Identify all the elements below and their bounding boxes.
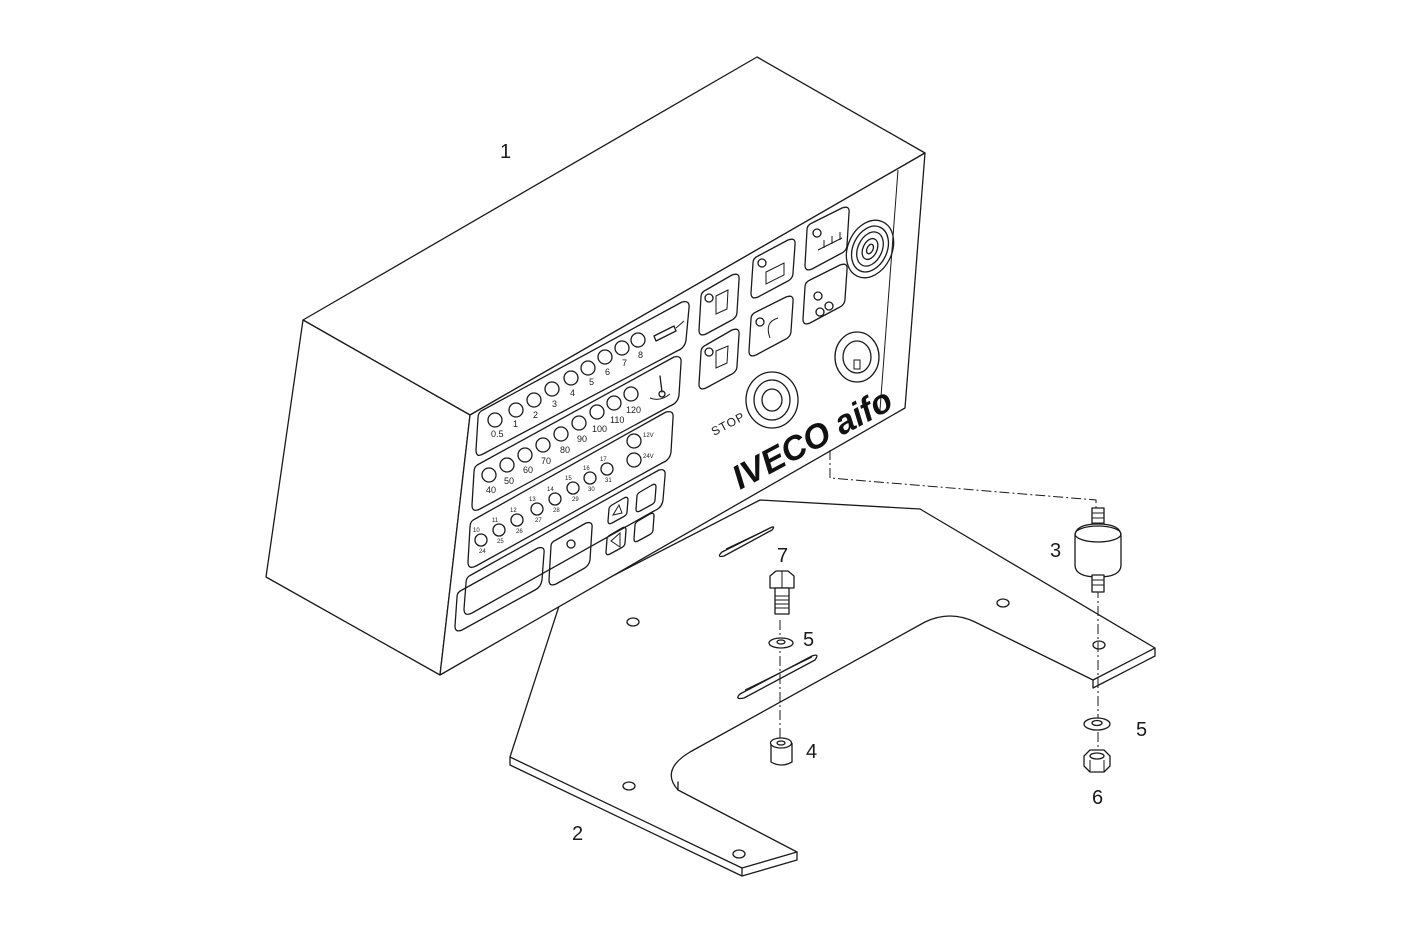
lamp-label: 1 <box>513 419 518 429</box>
lamp-label: 8 <box>638 350 643 360</box>
callout-4: 4 <box>806 741 817 763</box>
lamp-label: 27 <box>535 518 542 524</box>
lamp-label: 28 <box>553 508 560 514</box>
gauge-panel-2 <box>471 355 682 511</box>
oil-warning-tile <box>802 263 848 325</box>
lamp-label: 2 <box>533 410 538 420</box>
bracket-hole <box>996 598 1010 608</box>
alignment-line <box>829 450 1097 518</box>
bolt <box>769 570 795 615</box>
lamp-label: 4 <box>570 388 575 398</box>
lamp-label: 13 <box>529 497 536 503</box>
callout-3: 3 <box>1050 540 1061 562</box>
lamp-label: 17 <box>600 457 607 463</box>
display-window-small <box>548 521 593 586</box>
lamp-label: 5 <box>589 377 594 387</box>
lamp-label: 70 <box>541 456 551 466</box>
bracket-slot-upper <box>718 526 775 558</box>
glow-plug-icon <box>817 232 843 251</box>
stop-button[interactable] <box>745 371 799 429</box>
key-switch[interactable] <box>834 331 880 383</box>
triangle-up-icon <box>611 503 623 516</box>
preheat-warning-tile <box>804 206 850 271</box>
triangle-left-icon <box>610 531 621 548</box>
lamp-row-4: 10 11 12 13 14 15 16 17 24 25 26 27 28 2… <box>473 457 614 555</box>
voltage-label: 24V <box>643 454 654 460</box>
lamp-label: 29 <box>572 497 579 503</box>
battery-warning-tile <box>750 238 796 299</box>
lamp-label: 60 <box>523 465 533 475</box>
filter-icon <box>715 345 729 369</box>
mounting-bracket <box>509 499 1156 877</box>
lamp-label: 0.5 <box>491 429 504 439</box>
lamp-label: 12 <box>510 508 517 514</box>
function-button[interactable] <box>635 483 657 513</box>
lamp-label: 120 <box>626 405 641 415</box>
lamp-label: 30 <box>588 487 595 493</box>
lamp-row-3: 12V 24V <box>626 433 654 468</box>
charge-warning-tile <box>748 295 794 357</box>
spacer <box>769 737 793 766</box>
callout-2: 2 <box>572 823 583 845</box>
lamp-label: 10 <box>473 528 480 534</box>
lamp-label: 110 <box>610 415 624 425</box>
lamp-label: 6 <box>605 367 610 377</box>
charge-icon <box>767 317 779 339</box>
bracket-slot-lower <box>737 654 818 700</box>
lamp-label: 80 <box>560 445 570 455</box>
lamp-label: 50 <box>504 476 514 486</box>
display-window-left <box>454 546 545 632</box>
lamp-label: 40 <box>486 485 496 495</box>
lamp-label: 31 <box>605 478 612 484</box>
lamp-label: 11 <box>492 518 499 524</box>
bracket-hole <box>622 781 636 791</box>
battery-icon <box>765 262 785 285</box>
buzzer <box>845 219 895 279</box>
warning-tiles <box>698 206 850 390</box>
box-front-panel <box>439 152 926 676</box>
lamp-label: 15 <box>565 476 572 482</box>
thermometer-icon <box>649 375 671 400</box>
door-warning-tile <box>698 273 740 336</box>
washer-lower <box>1083 717 1111 731</box>
callout-5-lower: 5 <box>1136 719 1147 741</box>
lamp-label: 25 <box>497 539 504 545</box>
voltage-label: 12V <box>643 433 654 439</box>
up-arrow-button[interactable] <box>607 496 629 525</box>
lamp-row-2: 40 50 60 70 80 90 100 110 120 <box>481 386 641 495</box>
function-button[interactable] <box>633 512 655 543</box>
bracket-hole <box>1092 640 1106 650</box>
fuel-injector-icon <box>653 320 685 342</box>
lamp-row-1: 0.5 1 2 3 4 5 6 7 8 <box>487 332 646 439</box>
lamp-label: 24 <box>479 549 486 555</box>
bracket-hole <box>732 849 746 859</box>
callout-6: 6 <box>1092 787 1103 809</box>
gauge-panel-1 <box>475 300 690 456</box>
bracket-hole <box>626 617 640 627</box>
filter-warning-tile <box>698 328 740 390</box>
lamp-label: 3 <box>552 399 557 409</box>
hex-nut <box>1083 749 1111 773</box>
gauge-panel-3 <box>467 410 674 568</box>
lamp-label: 100 <box>592 424 607 434</box>
callout-5-upper: 5 <box>803 629 814 651</box>
gauge-panel-4 <box>463 468 666 615</box>
arrow-button-group <box>605 483 657 556</box>
lamp-label: 26 <box>516 529 523 535</box>
washer-upper <box>768 637 794 649</box>
down-arrow-button[interactable] <box>605 526 627 556</box>
lamp-label: 14 <box>547 487 554 493</box>
callout-7: 7 <box>777 545 788 567</box>
callout-1: 1 <box>500 141 511 163</box>
lamp-label: 7 <box>622 358 627 368</box>
vibration-mount <box>1074 507 1122 593</box>
lamp-label: 16 <box>583 466 590 472</box>
lamp-label: 90 <box>577 434 587 444</box>
